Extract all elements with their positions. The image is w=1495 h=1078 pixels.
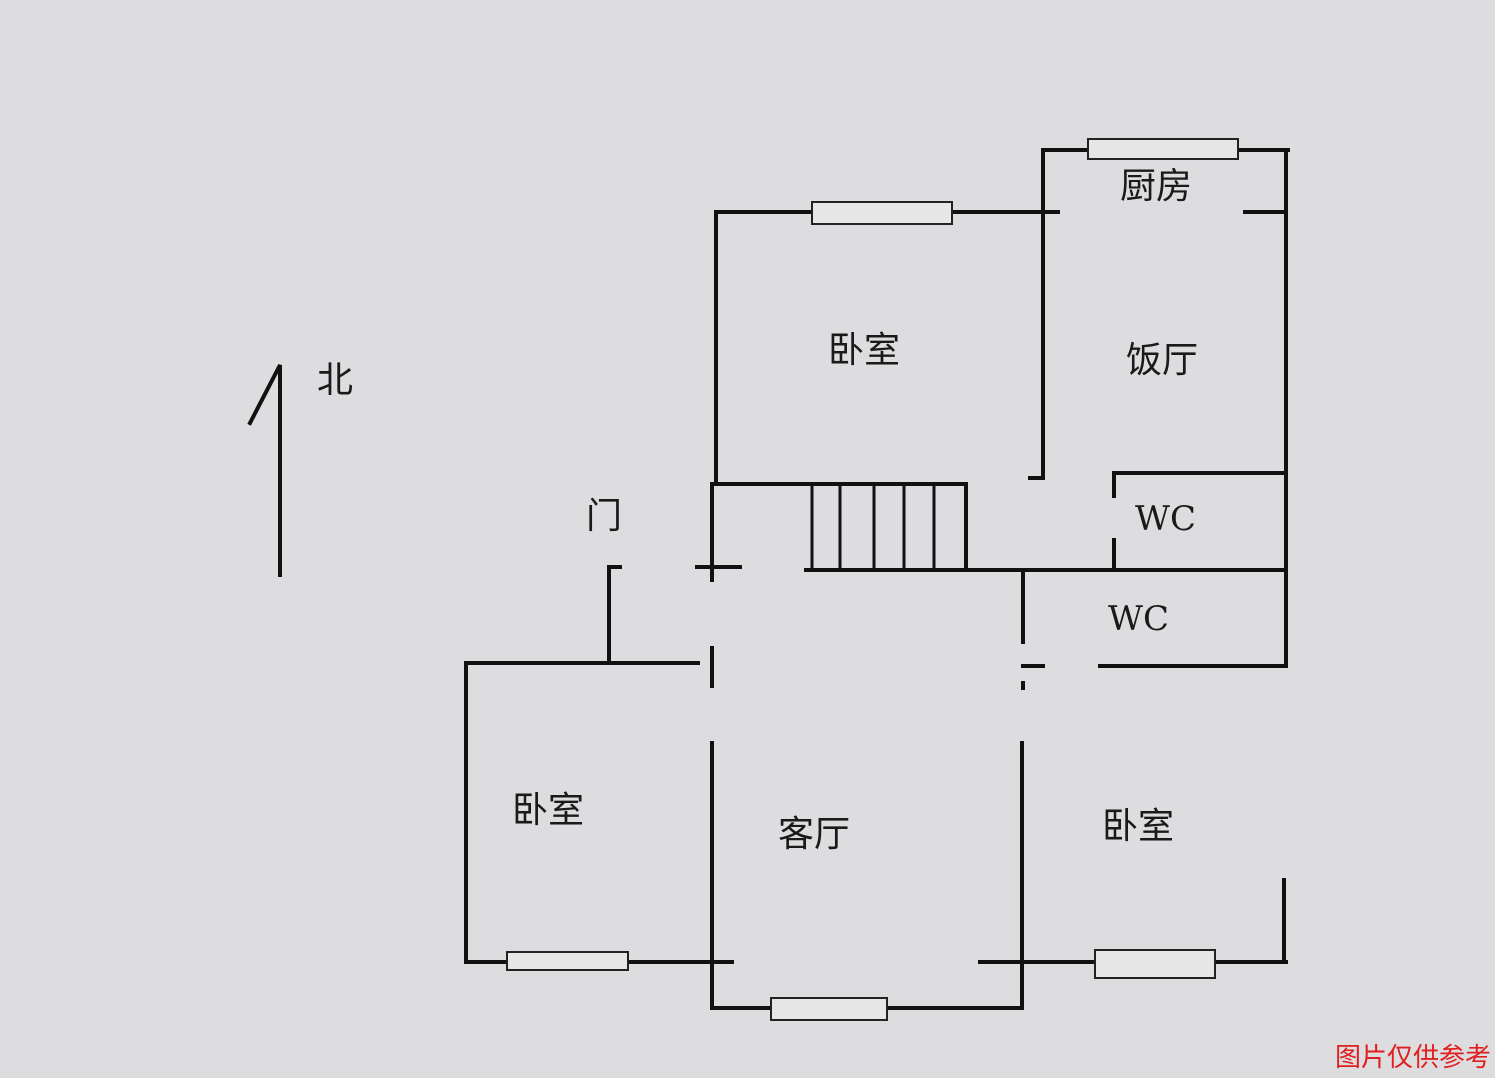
window-north-bedroom bbox=[811, 201, 953, 225]
walls bbox=[464, 148, 1290, 1010]
room-bedroom-west: 卧室 bbox=[512, 790, 584, 831]
window-east-bedroom bbox=[1094, 949, 1216, 979]
room-wc-upper: WC bbox=[1135, 499, 1196, 539]
window-kitchen bbox=[1087, 138, 1239, 160]
north-label: 北 bbox=[317, 360, 353, 401]
room-living: 客厅 bbox=[778, 814, 850, 855]
room-dining: 饭厅 bbox=[1126, 340, 1198, 381]
north-arrow-icon bbox=[247, 364, 282, 577]
watermark: 图片仅供参考 bbox=[1334, 1043, 1491, 1073]
room-bedroom-east: 卧室 bbox=[1102, 806, 1174, 847]
door-label: 门 bbox=[586, 496, 622, 537]
room-bedroom-north: 卧室 bbox=[828, 330, 900, 371]
staircase bbox=[810, 482, 968, 572]
windows bbox=[506, 138, 1239, 1021]
window-west-bedroom bbox=[506, 951, 629, 971]
room-kitchen: 厨房 bbox=[1120, 166, 1192, 207]
window-living bbox=[770, 997, 888, 1021]
room-wc-lower: WC bbox=[1108, 599, 1169, 639]
